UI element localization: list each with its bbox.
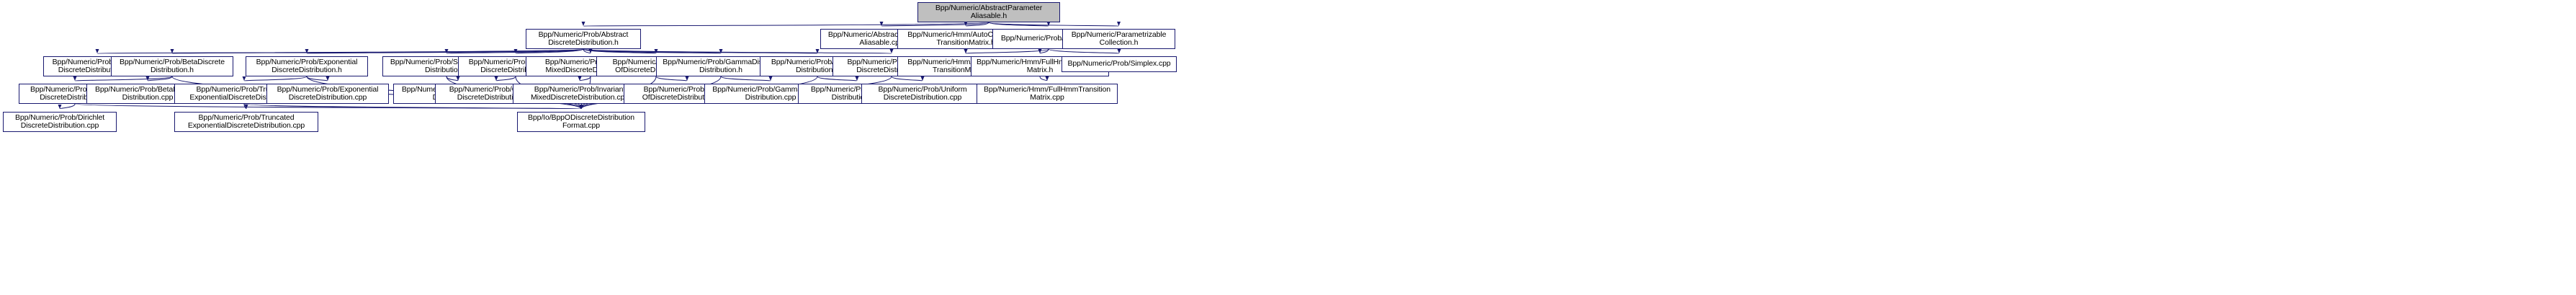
graph-edge [583, 48, 818, 54]
graph-node[interactable]: Bpp/Numeric/Prob/BetaDiscrete Distributi… [111, 56, 233, 76]
graph-edge [58, 103, 76, 110]
graph-edge [74, 103, 582, 110]
graph-edge [655, 76, 689, 82]
graph-edge [583, 22, 989, 27]
graph-edge [891, 76, 925, 82]
graph-edge [171, 48, 584, 54]
graph-edge [988, 21, 1119, 27]
graph-edge [145, 76, 173, 82]
graph-edge [578, 76, 591, 82]
graph-edge [964, 21, 989, 27]
graph-edge [583, 48, 593, 54]
graph-edge [583, 48, 722, 54]
graph-edge [306, 48, 584, 54]
graph-edge [583, 48, 892, 54]
graph-edge [881, 21, 989, 27]
graph-edge [243, 103, 248, 110]
graph-edge [306, 76, 330, 82]
graph-edge [583, 48, 658, 54]
graph-edge [73, 76, 173, 82]
graph-node[interactable]: Bpp/Io/BppODiscreteDistribution Format.c… [517, 112, 645, 132]
graph-node[interactable]: Bpp/Numeric/Prob/Abstract DiscreteDistri… [526, 29, 641, 49]
graph-edge [1048, 48, 1121, 54]
graph-node[interactable]: Bpp/Numeric/Prob/Exponential DiscreteDis… [266, 84, 389, 104]
graph-edge [514, 48, 584, 54]
graph-edge [1038, 48, 1049, 54]
graph-edge [1039, 76, 1049, 82]
graph-node[interactable]: Bpp/Numeric/Prob/Uniform DiscreteDistrib… [861, 84, 984, 104]
graph-edge [720, 76, 773, 82]
graph-node[interactable]: Bpp/Numeric/Prob/Exponential DiscreteDis… [246, 56, 368, 76]
graph-edge [243, 76, 308, 82]
graph-edge [817, 76, 859, 82]
graph-edge [964, 48, 1049, 54]
graph-node[interactable]: Bpp/Numeric/Prob/Dirichlet DiscreteDistr… [3, 112, 117, 132]
graph-node[interactable]: Bpp/Numeric/Prob/Truncated ExponentialDi… [174, 112, 318, 132]
graph-edge [988, 21, 1050, 27]
graph-edge [446, 76, 460, 82]
graph-node[interactable]: Bpp/Numeric/Parametrizable Collection.h [1062, 29, 1175, 49]
graph-edge [494, 76, 516, 82]
graph-node[interactable]: Bpp/Numeric/Prob/Simplex.cpp [1062, 56, 1177, 72]
graph-node[interactable]: Bpp/Numeric/Hmm/FullHmmTransition Matrix… [977, 84, 1118, 104]
graph-edge [243, 103, 582, 110]
graph-node[interactable]: Bpp/Numeric/AbstractParameter Aliasable.… [917, 2, 1060, 22]
graph-edge [445, 48, 584, 54]
graph-edge [97, 48, 584, 54]
